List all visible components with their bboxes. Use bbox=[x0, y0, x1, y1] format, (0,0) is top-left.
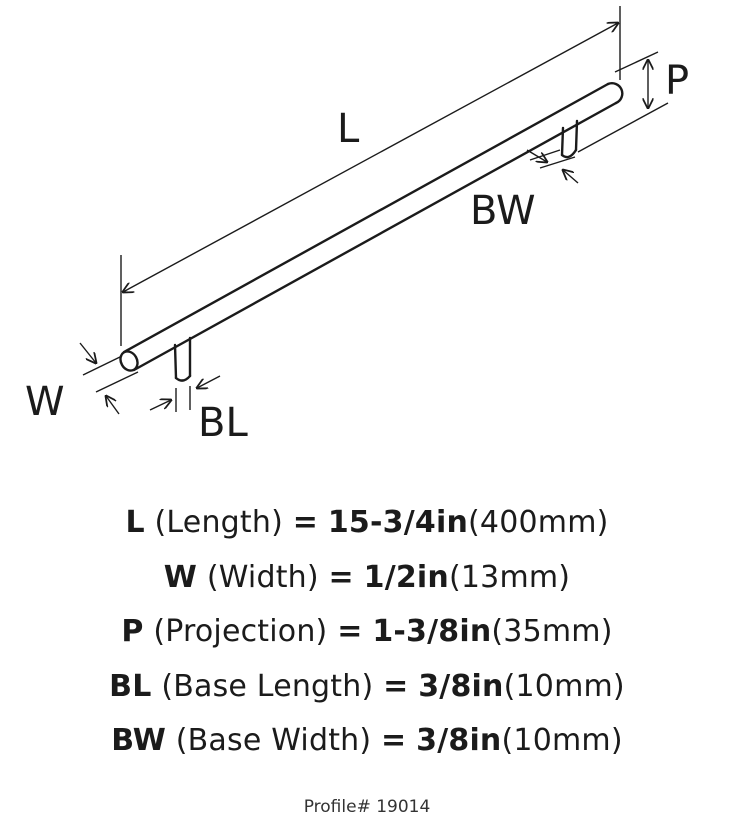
spec-metric: (10mm) bbox=[501, 723, 623, 758]
spec-imperial: 1-3/8in bbox=[372, 614, 492, 649]
spec-equals: = bbox=[381, 723, 407, 758]
projection-extension-bottom bbox=[577, 102, 669, 153]
length-dimension-arrow bbox=[123, 23, 618, 292]
base-length-arrow-right bbox=[197, 375, 221, 388]
projection-extension-top bbox=[614, 51, 659, 73]
bar-end-cap bbox=[119, 350, 139, 372]
spec-imperial: 15-3/4in bbox=[327, 505, 469, 540]
spec-imperial: 1/2in bbox=[363, 559, 449, 595]
projection-label: P bbox=[665, 58, 689, 104]
base-length-label: BL bbox=[198, 400, 248, 446]
length-label: L bbox=[337, 106, 360, 152]
spec-width: W (Width) = 1/2in(13mm) bbox=[0, 551, 734, 606]
profile-number: Profile# 19014 bbox=[303, 797, 431, 817]
spec-imperial: 3/8in bbox=[418, 668, 504, 704]
spec-equals: = bbox=[292, 505, 319, 540]
spec-metric: (13mm) bbox=[448, 559, 571, 595]
bar-pull-diagram: L P BW W BL bbox=[25, 6, 689, 446]
spec-name: (Width) bbox=[206, 559, 319, 595]
spec-metric: (10mm) bbox=[503, 668, 625, 704]
spec-equals: = bbox=[337, 614, 363, 649]
spec-name: (Length) bbox=[154, 505, 284, 540]
right-post-left-edge bbox=[560, 126, 565, 157]
width-label: W bbox=[25, 379, 65, 425]
dimension-specs: L (Length) = 15-3/4in(400mm) W (Width) =… bbox=[0, 496, 734, 769]
spec-equals: = bbox=[383, 668, 409, 704]
base-width-arrow-1 bbox=[526, 149, 547, 162]
spec-code: W bbox=[163, 559, 198, 595]
width-arrow-top bbox=[79, 342, 96, 363]
bar-bottom-edge bbox=[132, 101, 618, 372]
base-width-arrow-2 bbox=[563, 170, 579, 184]
left-post-base bbox=[174, 374, 192, 382]
bar-far-end bbox=[606, 82, 624, 105]
right-post-base bbox=[560, 148, 578, 159]
width-extension-top bbox=[82, 355, 123, 376]
dimension-lines bbox=[79, 6, 669, 415]
spec-projection: P (Projection) = 1-3/8in(35mm) bbox=[0, 605, 734, 660]
spec-metric: (400mm) bbox=[468, 505, 609, 540]
spec-imperial: 3/8in bbox=[416, 723, 502, 758]
width-arrow-bottom bbox=[106, 396, 120, 415]
spec-name: (Base Length) bbox=[161, 668, 374, 704]
spec-name: (Base Width) bbox=[175, 723, 372, 758]
right-post-right-edge bbox=[574, 119, 579, 152]
spec-metric: (35mm) bbox=[491, 614, 613, 649]
width-extension-bottom bbox=[95, 371, 139, 393]
spec-equals: = bbox=[328, 559, 354, 595]
spec-code: L bbox=[125, 505, 145, 540]
bar-pull bbox=[119, 82, 624, 382]
base-width-label: BW bbox=[470, 188, 536, 234]
spec-name: (Projection) bbox=[153, 614, 328, 649]
spec-code: BW bbox=[111, 723, 166, 758]
spec-code: BL bbox=[109, 668, 152, 704]
spec-base-width: BW (Base Width) = 3/8in(10mm) bbox=[0, 714, 734, 769]
base-length-arrow-left bbox=[149, 400, 171, 411]
left-post-left-edge bbox=[173, 343, 178, 380]
spec-length: L (Length) = 15-3/4in(400mm) bbox=[0, 496, 734, 551]
base-width-ext-2 bbox=[539, 156, 576, 169]
spec-code: P bbox=[121, 614, 144, 649]
spec-base-length: BL (Base Length) = 3/8in(10mm) bbox=[0, 660, 734, 715]
